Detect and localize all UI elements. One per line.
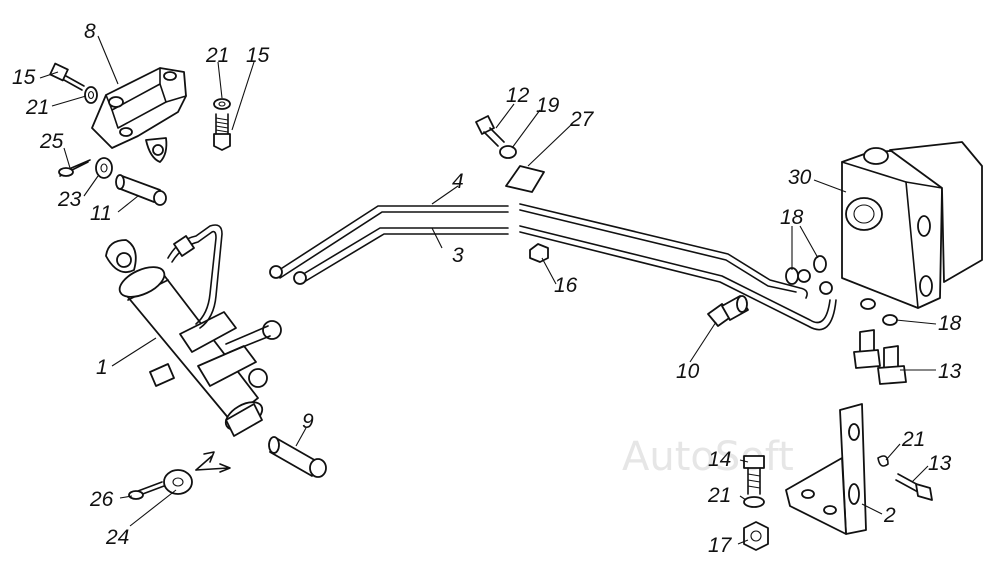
part-2-bracket xyxy=(785,403,867,535)
part-21-spring-washer xyxy=(877,455,889,467)
label-26: 26 xyxy=(89,488,114,511)
label-21-left: 21 xyxy=(25,96,49,119)
label-2: 2 xyxy=(883,504,896,527)
label-15-right: 15 xyxy=(246,44,270,67)
label-21-right: 21 xyxy=(901,428,925,451)
label-19: 19 xyxy=(536,94,560,117)
watermark-text: AutoSoft xyxy=(622,434,794,480)
part-13-union-bolts xyxy=(853,329,907,385)
part-10-union-bolt xyxy=(707,295,749,327)
label-23: 23 xyxy=(57,188,82,211)
label-13-right: 13 xyxy=(938,360,962,383)
label-18-right: 18 xyxy=(938,312,962,335)
part-14-bolt xyxy=(743,455,765,495)
direction-arrows xyxy=(195,451,231,473)
part-11-pin xyxy=(115,174,167,206)
label-30: 30 xyxy=(788,166,812,189)
part-1-hydraulic-cylinder xyxy=(105,224,282,437)
part-16-nut xyxy=(529,243,549,263)
label-1: 1 xyxy=(96,356,108,379)
part-19-washer xyxy=(499,145,517,159)
label-9: 9 xyxy=(302,410,314,433)
part-8-bracket xyxy=(91,67,187,163)
part-21-15-bolt-assembly xyxy=(213,98,231,151)
label-17: 17 xyxy=(708,534,733,557)
part-21-washer-left xyxy=(84,86,98,104)
label-21-top: 21 xyxy=(205,44,229,67)
part-27-clamp xyxy=(505,165,545,193)
label-13-bottom: 13 xyxy=(928,452,952,475)
part-13-bolt-bottom xyxy=(895,473,933,501)
part-12-bolt xyxy=(475,115,505,147)
part-9-pin xyxy=(268,436,327,478)
callout-labels: 8 15 21 21 15 25 23 11 1 9 26 24 12 19 2… xyxy=(12,20,962,557)
label-27: 27 xyxy=(569,108,595,131)
label-25: 25 xyxy=(39,130,64,153)
label-11: 11 xyxy=(90,202,112,225)
label-4: 4 xyxy=(452,170,464,193)
label-18-top: 18 xyxy=(780,206,804,229)
part-30-pump xyxy=(841,141,983,309)
label-21-bottom: 21 xyxy=(707,484,731,507)
label-8: 8 xyxy=(84,20,96,43)
leader-lines xyxy=(39,35,937,545)
label-24: 24 xyxy=(105,526,129,549)
label-12: 12 xyxy=(506,84,530,107)
part-15-bolt-left xyxy=(49,62,85,91)
part-24-washer xyxy=(163,469,193,495)
label-16: 16 xyxy=(554,274,578,297)
label-10: 10 xyxy=(676,360,700,383)
part-23-washer xyxy=(95,157,113,179)
part-17-nut xyxy=(743,521,769,551)
part-21-washer-bottom xyxy=(743,496,765,508)
label-3: 3 xyxy=(452,244,464,267)
label-15-left: 15 xyxy=(12,66,36,89)
label-14: 14 xyxy=(708,448,731,471)
part-3-4-hydraulic-pipes xyxy=(269,203,837,331)
